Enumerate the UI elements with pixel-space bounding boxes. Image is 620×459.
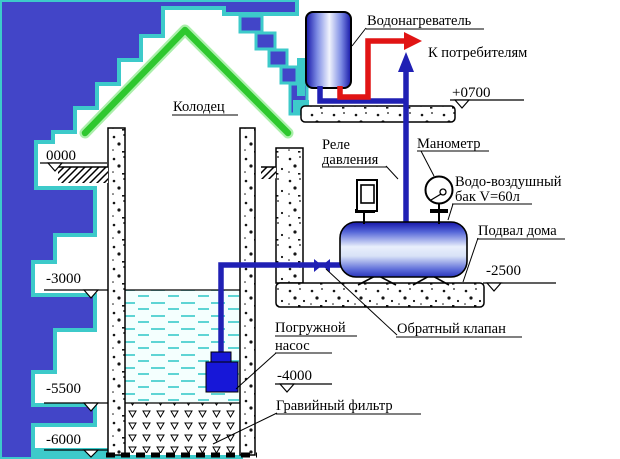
elevation-mark-well-bottom: [44, 449, 108, 458]
elevation-water-level: -3000: [46, 271, 81, 287]
manometer-label: Манометр: [417, 136, 480, 152]
cold-up-arrow: [398, 52, 414, 72]
label-underlines: [172, 28, 565, 415]
leader-lines: [212, 27, 479, 445]
elevation-mark-water-level: [44, 289, 108, 299]
elevation-filter-top: -5500: [46, 381, 81, 397]
elevation-mark-first-floor: [450, 99, 524, 109]
first-floor-slab: [300, 105, 456, 123]
elevation-marks: [40, 99, 556, 458]
pipes: [218, 32, 422, 354]
pressure-relay-label-line2: давления: [322, 152, 379, 168]
elevation-mark-basement-floor: [483, 282, 556, 292]
tank-label-line1: Водо-воздушный: [455, 174, 562, 190]
well-wall-right: [239, 127, 256, 456]
check-valve: [314, 259, 330, 272]
hot-right-arrow: [404, 32, 422, 50]
blue-paper-edge: [0, 0, 299, 459]
heater-cold-feed-pipe: [317, 86, 406, 104]
well-wall-left: [107, 127, 126, 456]
water-heater-label: Водонагреватель: [367, 13, 472, 29]
submersible-pump: [205, 351, 239, 393]
water-heater: [305, 11, 352, 89]
pressure-relay-label-line1: Реле: [322, 137, 350, 153]
elevation-mark-ground: [40, 162, 107, 172]
pump-label-line2: насос: [275, 338, 310, 354]
labels: Водонагреватель К потребителям Колодец Р…: [46, 13, 562, 448]
well-label: Колодец: [173, 99, 225, 115]
gravel-filter: [125, 402, 240, 453]
pressure-tank: [339, 221, 468, 278]
gravel-filter-label: Гравийный фильтр: [276, 398, 393, 414]
elevation-mark-pump: [275, 383, 332, 393]
pressure-relay: [355, 179, 378, 224]
elevation-mark-filter-top: [44, 402, 108, 412]
elevation-ground: 0000: [46, 148, 76, 164]
check-valve-label: Обратный клапан: [397, 321, 506, 337]
tank-label-line2: бак V=60л: [455, 189, 520, 205]
basement-wall-left: [275, 147, 304, 284]
basement-structure: [261, 105, 485, 308]
elevation-well-bottom: -6000: [46, 432, 81, 448]
elevation-first-floor: +0700: [452, 85, 490, 101]
pump-label-line1: Погружной: [275, 320, 346, 336]
torn-blue-background: [0, 0, 309, 459]
pump-riser-pipe: [218, 262, 341, 354]
ground-hatch-basement: [261, 166, 276, 179]
basement-room-label: Подвал дома: [478, 223, 557, 239]
ground-hatch-left: [58, 166, 108, 183]
hot-water-pipe: [337, 38, 406, 100]
well-roof: [79, 24, 294, 139]
pressure-tank-group: [339, 175, 468, 286]
elevation-basement-floor: -2500: [486, 263, 521, 279]
basement-floor-slab: [275, 282, 485, 308]
manometer: [424, 175, 454, 224]
to-consumers-label: К потребителям: [428, 45, 527, 61]
elevation-pump: -4000: [277, 368, 312, 384]
